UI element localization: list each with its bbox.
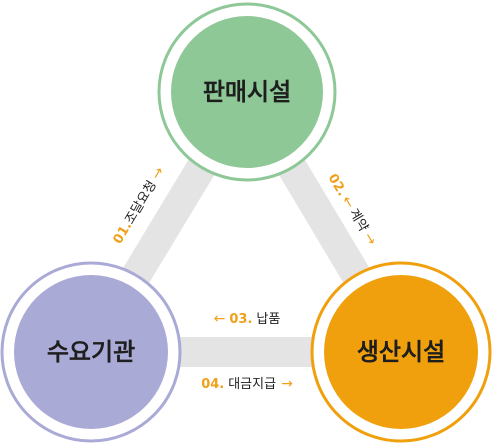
step-01-arrow-icon: → <box>148 164 168 183</box>
node-production-fill <box>324 275 478 429</box>
node-demand-fill <box>14 275 168 429</box>
node-production-label: 생산시설 <box>357 338 445 366</box>
step-03-label: 납품 <box>256 312 280 327</box>
step-03-arrow-left-icon: ← <box>214 311 226 327</box>
step-04-payment: 04. 대금지급 → <box>201 376 293 392</box>
step-02-number: 02. <box>325 171 350 198</box>
step-02-label: 계약 <box>346 206 371 234</box>
node-demand: 수요기관 <box>0 261 182 443</box>
step-04-label: 대금지급 <box>228 377 276 392</box>
step-03-number: 03. <box>229 312 252 327</box>
step-02-arrow-right-icon: → <box>360 230 380 249</box>
node-sales-label: 판매시설 <box>203 78 291 106</box>
step-03-delivery: ←03. 납품 <box>214 311 281 327</box>
node-production: 생산시설 <box>310 261 492 443</box>
step-04-arrow-right-icon: → <box>281 376 293 392</box>
step-04-number: 04. <box>201 377 224 392</box>
node-sales-fill <box>171 16 323 168</box>
node-demand-label: 수요기관 <box>47 338 135 366</box>
node-sales: 판매시설 <box>157 2 337 182</box>
